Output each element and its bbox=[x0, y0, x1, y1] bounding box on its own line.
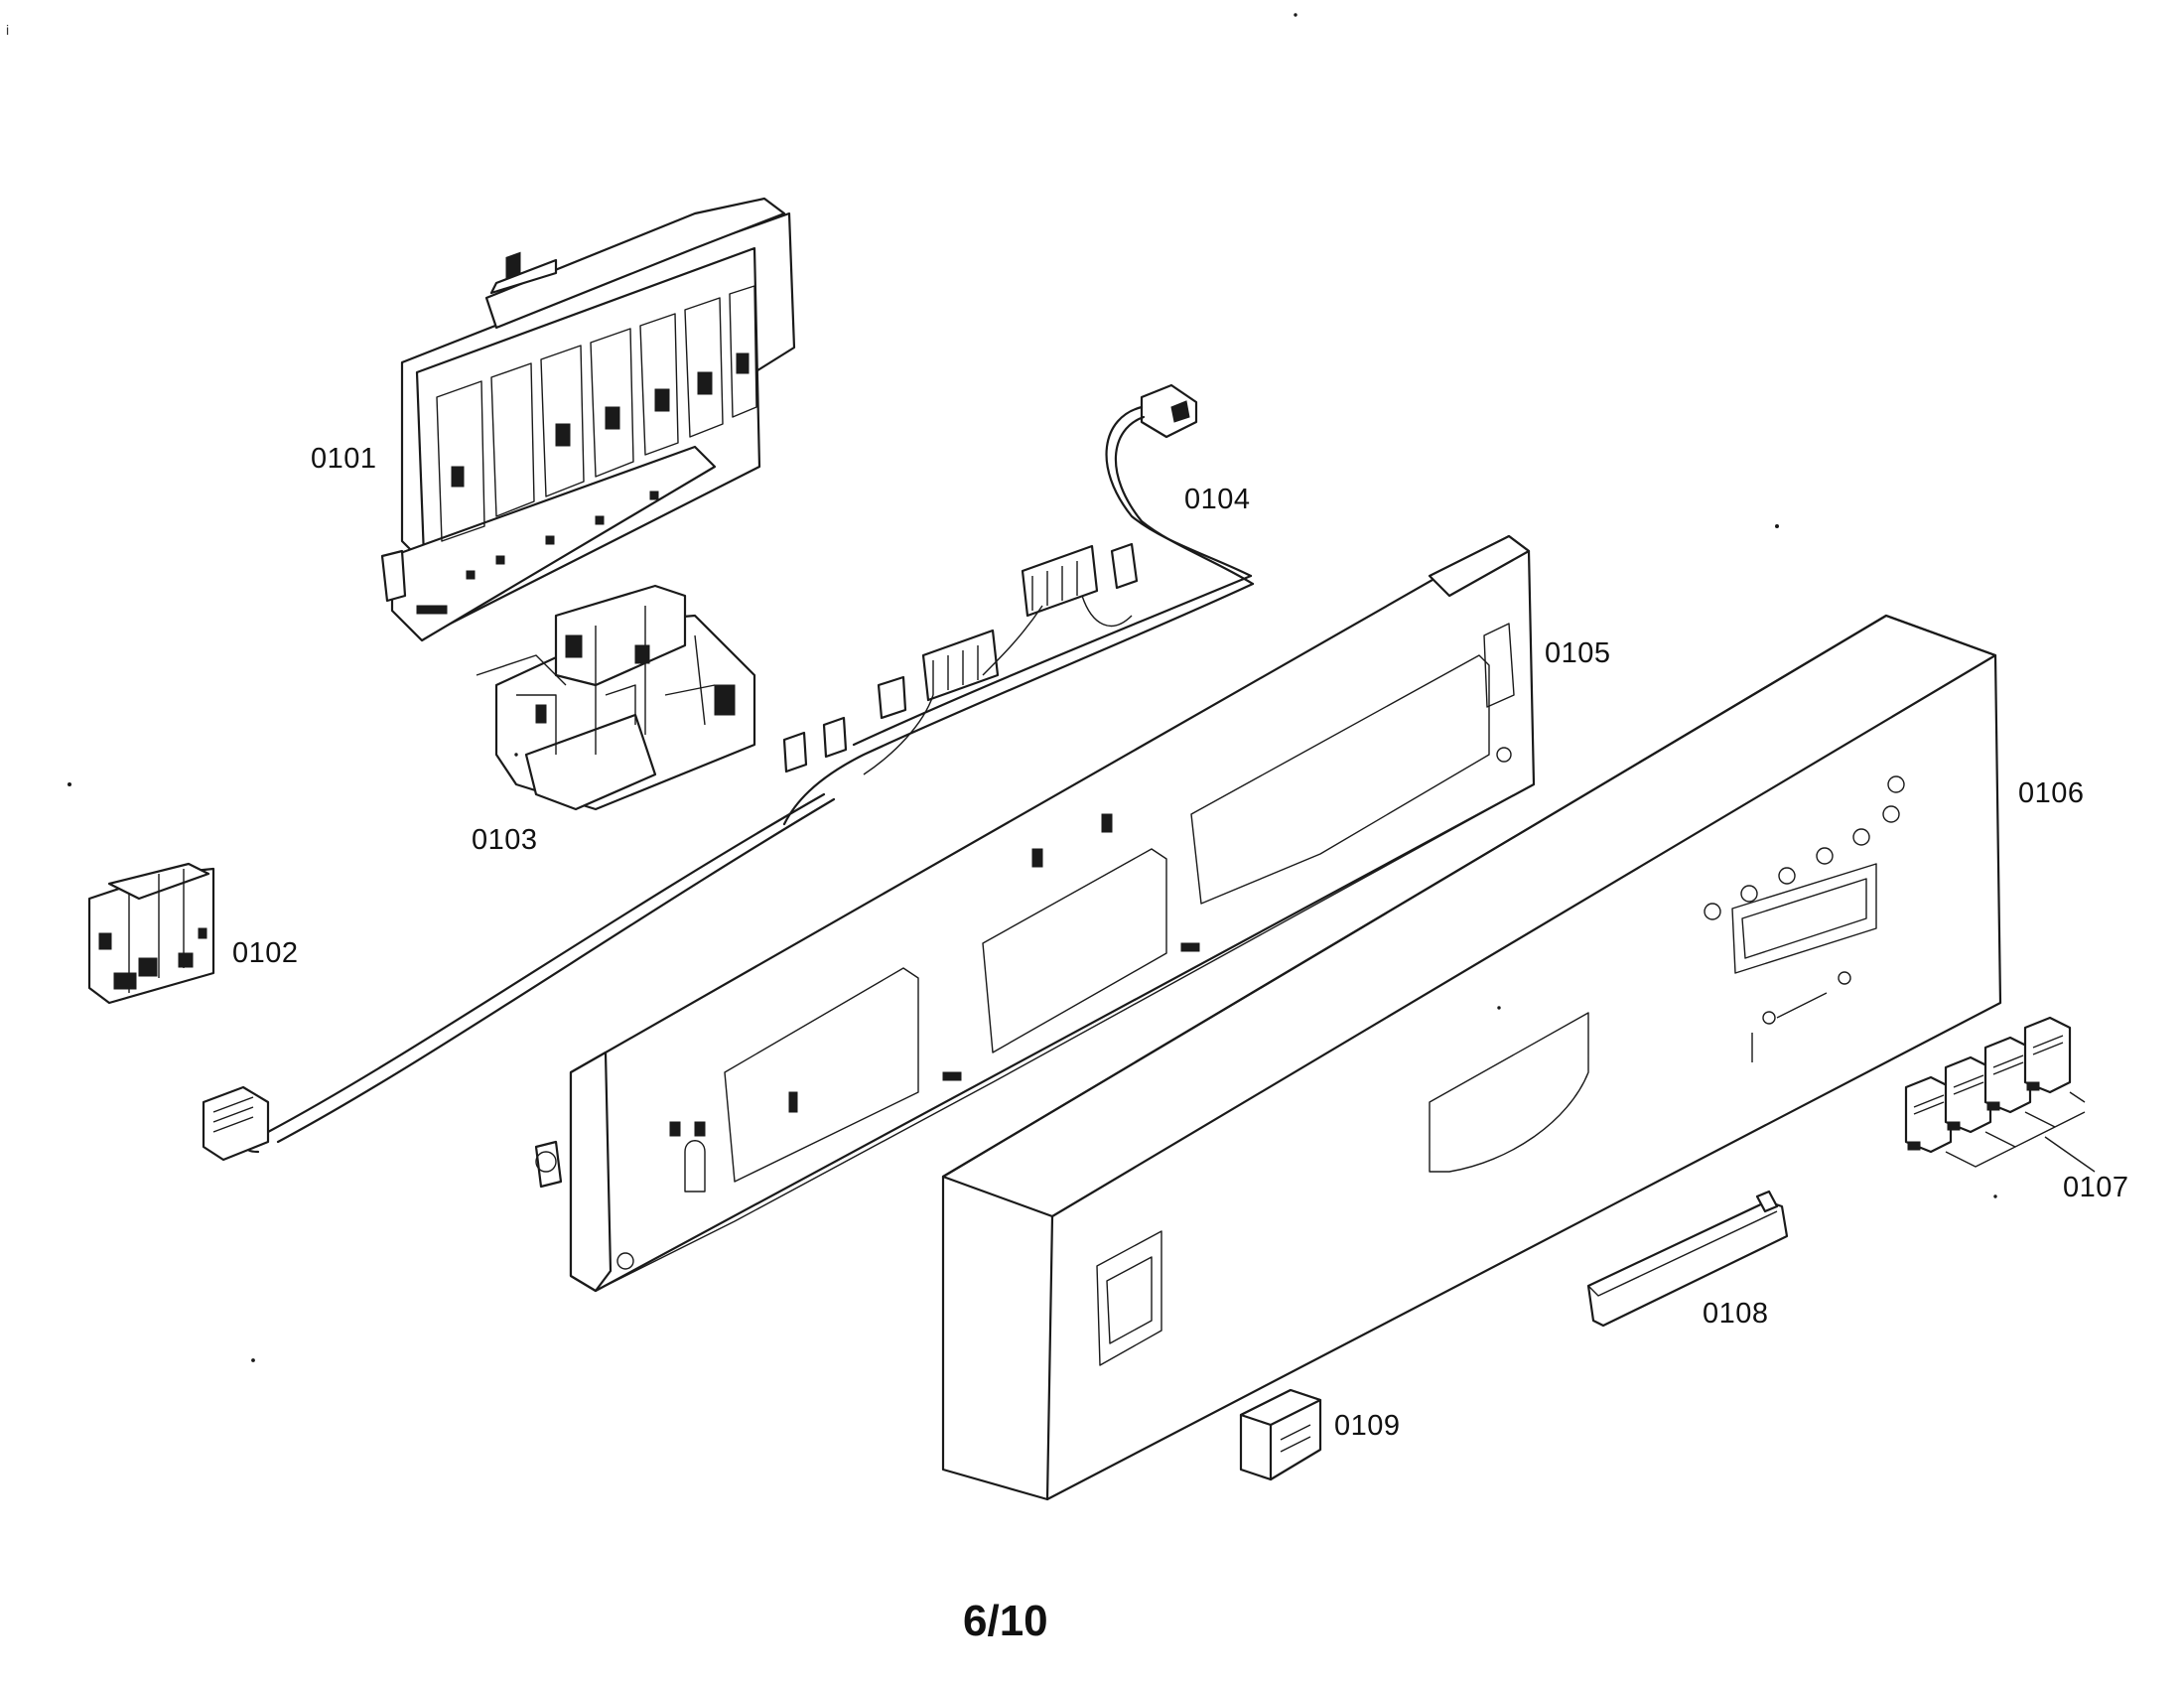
part-0104-wiring-harness bbox=[202, 383, 1255, 1162]
callout-0106: 0106 bbox=[2018, 777, 2085, 809]
callout-0105: 0105 bbox=[1545, 637, 1611, 669]
callout-0107: 0107 bbox=[2063, 1172, 2129, 1203]
callout-0101: 0101 bbox=[311, 443, 377, 475]
callout-0102: 0102 bbox=[232, 937, 299, 969]
part-0105-inner-frame bbox=[534, 534, 1536, 1293]
part-0109-knob-cap bbox=[1239, 1388, 1322, 1481]
callout-0103: 0103 bbox=[472, 824, 538, 856]
corner-mark: i bbox=[6, 22, 10, 38]
callout-0104: 0104 bbox=[1184, 484, 1251, 515]
part-0101-control-module bbox=[380, 197, 796, 642]
part-0103-switch-block bbox=[476, 584, 756, 811]
page-number: 6/10 bbox=[963, 1597, 1048, 1645]
part-0106-front-panel bbox=[941, 614, 2002, 1501]
callout-0109: 0109 bbox=[1334, 1410, 1401, 1442]
part-0107-button-caps bbox=[1904, 1016, 2096, 1173]
part-0102-terminal-block bbox=[87, 862, 215, 1005]
part-0108-trim-strip bbox=[1586, 1190, 1789, 1328]
callout-0108: 0108 bbox=[1703, 1298, 1769, 1330]
